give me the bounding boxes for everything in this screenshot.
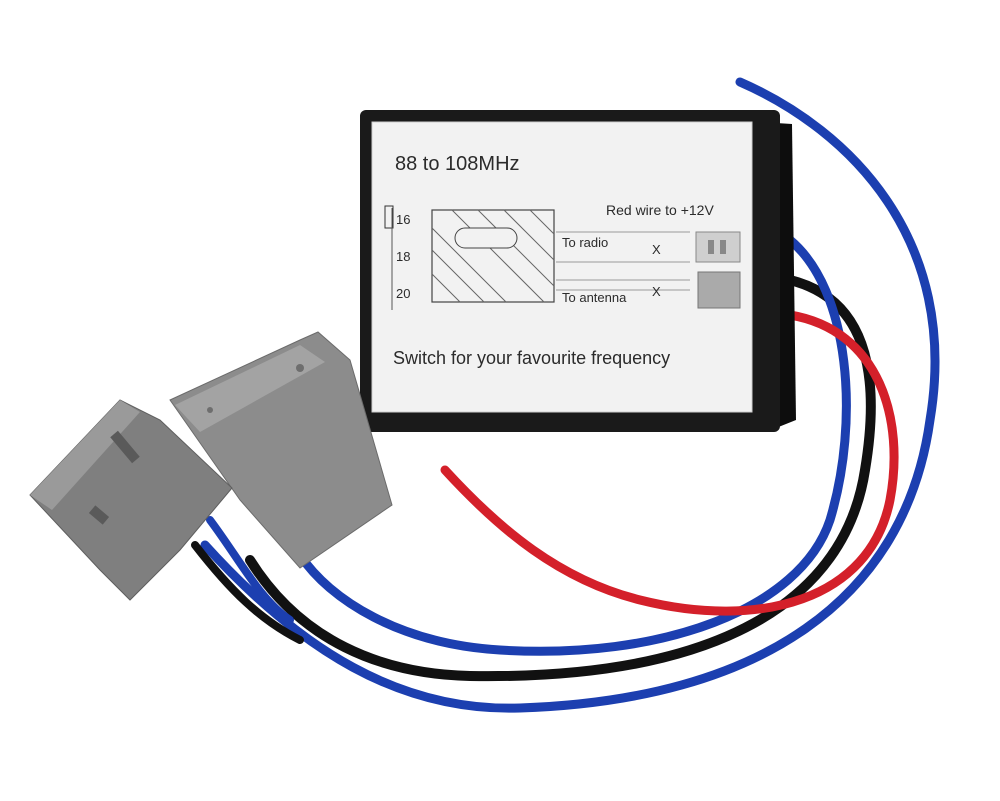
radio-x-mark: X [652,242,661,257]
module-label [371,121,753,413]
antenna-plug-icon [697,271,741,309]
blue-wire-stub [206,516,294,624]
connector-right [169,331,393,569]
blue-wire-inner [295,235,851,656]
switch-instruction-text: Switch for your favourite frequency [393,348,670,368]
to-radio-text: To radio [562,235,608,250]
red-wire-text: Red wire to +12V [606,202,714,218]
radio-plug-icon [695,231,741,263]
blue-wire-outer [200,77,940,713]
black-wire-stub [191,541,304,644]
switch-pos-20: 20 [396,286,410,301]
switch-positions: 16 18 20 [384,205,410,310]
switch-pos-16: 16 [396,212,410,227]
wire-bundle [191,77,940,713]
freq-range-text: 88 to 108MHz [395,153,520,175]
switch-box [384,205,394,229]
filter-module: 88 to 108MHz Red wire to +12V 16 18 20 [360,110,796,432]
filter-diagram [431,209,690,303]
red-wire [440,310,899,616]
connector-left [29,399,233,601]
antenna-x-mark: X [652,284,661,299]
switch-pos-18: 18 [396,249,410,264]
to-antenna-text: To antenna [562,290,627,305]
